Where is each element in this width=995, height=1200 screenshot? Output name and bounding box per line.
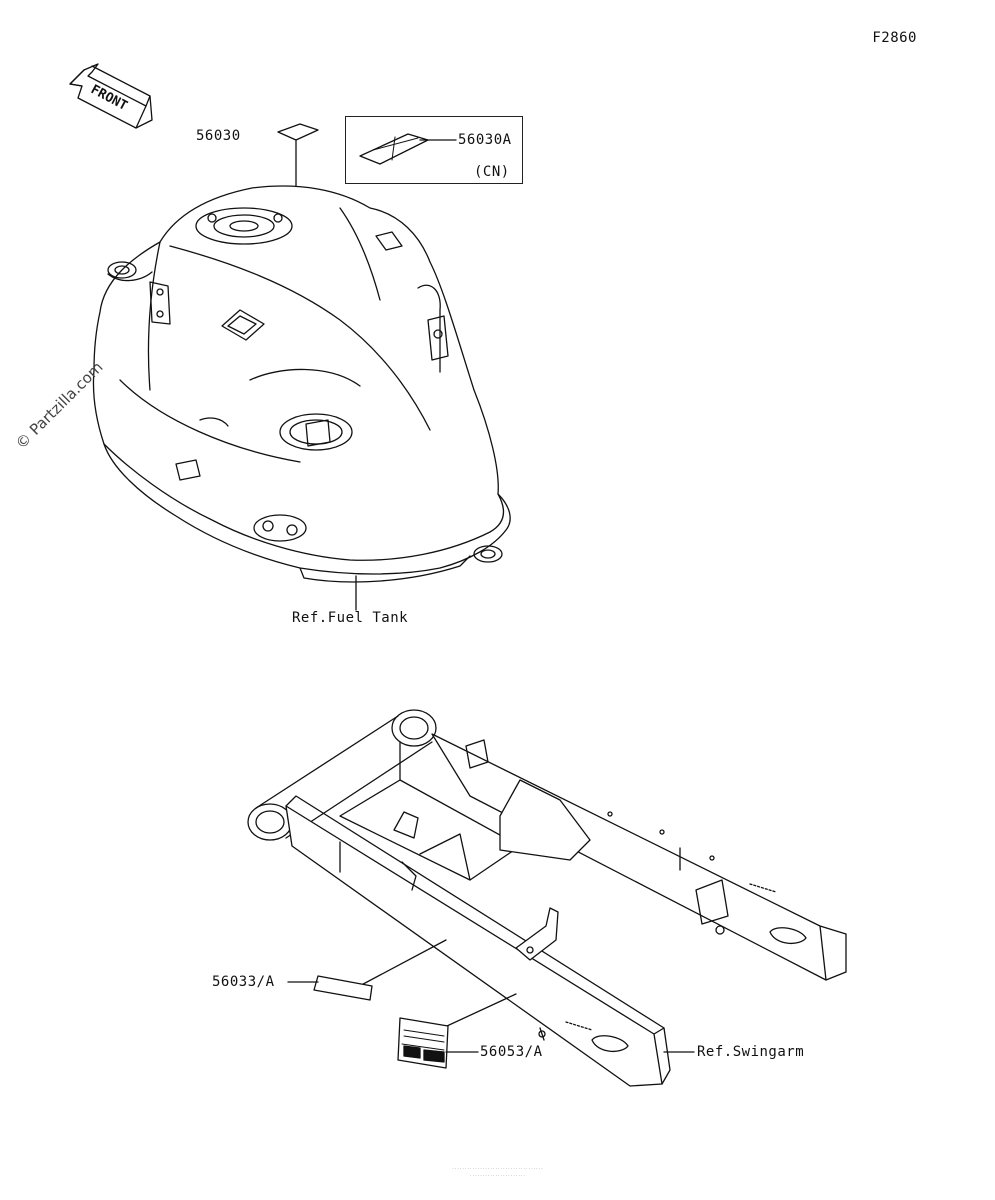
fuel-tank-drawing [92,185,511,611]
part-number-56030a[interactable]: 56030A [458,132,512,148]
swingarm-drawing [247,709,847,1087]
ref-swingarm: Ref.Swingarm [697,1044,805,1060]
part-number-56030[interactable]: 56030 [196,128,241,144]
footer-line-2: · · · · · · · · · · · · · · · · · · · · … [470,1173,525,1178]
part-number-56033a[interactable]: 56033/A [212,974,275,990]
decal-56053a [397,1017,479,1069]
decal-56033a [287,975,373,1001]
cn-variant-box [345,116,523,184]
part-number-56053a[interactable]: 56053/A [480,1044,543,1060]
part-56030a-note: (CN) [474,164,510,180]
ref-fuel-tank: Ref.Fuel Tank [292,610,409,626]
footer-line-1: · · · · · · · · · · · · · · · · · · · · … [452,1166,543,1171]
diagram-code: F2860 [872,30,917,46]
front-arrow-icon [69,63,153,129]
label-56030a-decal [359,133,457,165]
